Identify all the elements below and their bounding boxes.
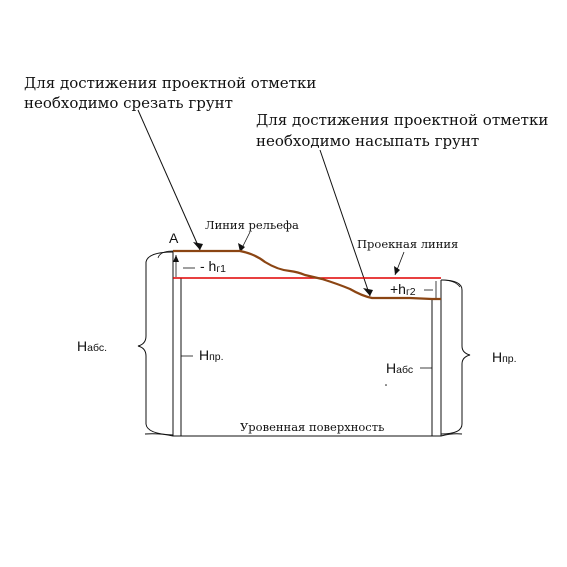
design-line-label: Проекная линия bbox=[357, 237, 458, 251]
fill-leader-line bbox=[319, 149, 371, 297]
h-abs-left-label: Hабс. bbox=[77, 338, 107, 354]
stray-dot bbox=[385, 384, 387, 386]
fill-leader-arrow bbox=[363, 288, 373, 296]
fill-height-label: +hг2 bbox=[390, 281, 416, 298]
cut-note-line1: Для достижения проектной отметки bbox=[24, 74, 316, 92]
cut-height-label: - hг1 bbox=[200, 258, 226, 275]
level-surface-label: Уровенная поверхность bbox=[240, 420, 384, 434]
fill-note-line1: Для достижения проектной отметки bbox=[256, 111, 548, 129]
top-left-cap bbox=[157, 250, 174, 259]
fill-note-line2: необходимо насыпать грунт bbox=[256, 132, 479, 150]
cut-leader-line bbox=[137, 109, 201, 251]
relief-line bbox=[173, 249, 441, 301]
top-right-cap bbox=[440, 279, 461, 288]
h-design-right-label: Hпр. bbox=[492, 349, 517, 365]
level-surface-line bbox=[144, 433, 463, 437]
relief-line-label: Линия рельефа bbox=[205, 218, 299, 232]
point-a-label: А bbox=[169, 230, 179, 246]
h-design-right-bracket bbox=[440, 279, 471, 435]
relief-label-arrow bbox=[238, 243, 245, 252]
h-abs-left-bracket bbox=[137, 251, 174, 436]
cut-height-arrow-up bbox=[173, 255, 179, 262]
h-abs-right-label: Hабс bbox=[386, 360, 413, 376]
h-design-left-label: Hпр. bbox=[199, 347, 224, 363]
cut-note-line2: необходимо срезать грунт bbox=[24, 94, 233, 112]
cut-leader-arrow bbox=[193, 242, 203, 250]
design-label-arrow bbox=[394, 266, 400, 275]
